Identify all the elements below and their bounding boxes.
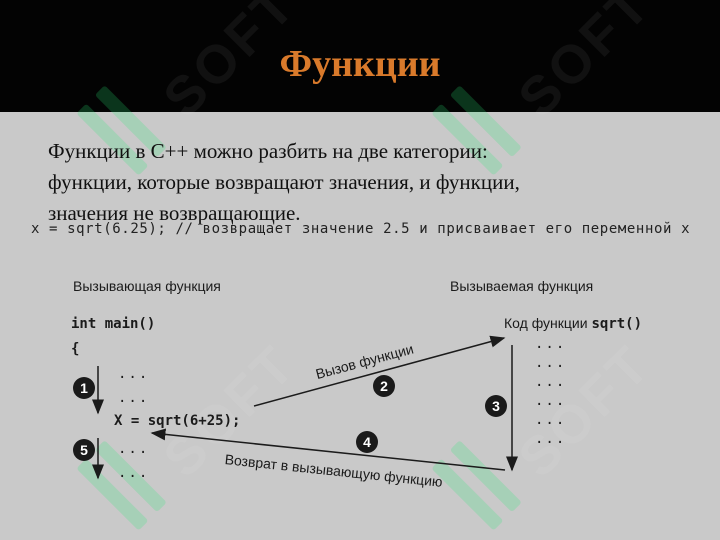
callee-func-name: sqrt() xyxy=(591,316,643,332)
step-badge-5: 5 xyxy=(73,439,95,461)
callee-dots: ... xyxy=(535,374,567,390)
callee-dots: ... xyxy=(535,355,567,371)
step-badge-4: 4 xyxy=(356,431,378,453)
open-brace: { xyxy=(71,341,80,357)
caller-label: Вызывающая функция xyxy=(73,278,221,294)
callee-label: Вызываемая функция xyxy=(450,278,594,294)
slide-title: Функции xyxy=(279,43,441,85)
callee-dots: ... xyxy=(535,393,567,409)
caller-dots: ... xyxy=(118,465,150,481)
callee-header: Код функции sqrt() xyxy=(504,315,642,332)
callee-dots: ... xyxy=(535,412,567,428)
return-arrow xyxy=(150,428,506,471)
call-statement: X = sqrt(6+25); xyxy=(114,413,241,429)
caller-dots: ... xyxy=(118,441,150,457)
call-arrow xyxy=(253,335,506,407)
code-example: x = sqrt(6.25); // возвращает значение 2… xyxy=(31,221,691,237)
callee-dots: ... xyxy=(535,336,567,352)
step-badge-3: 3 xyxy=(485,395,507,417)
step-badge-1: 1 xyxy=(73,377,95,399)
callee-dots: ... xyxy=(535,431,567,447)
caller-dots: ... xyxy=(118,390,150,406)
caller-dots: ... xyxy=(118,366,150,382)
slide-body-text: Функции в С++ можно разбить на две катег… xyxy=(48,136,648,229)
title-bar xyxy=(0,0,720,112)
body-line: функции, которые возвращают значения, и … xyxy=(48,170,520,194)
callee-header-prefix: Код функции xyxy=(504,315,588,331)
body-line: Функции в С++ можно разбить на две катег… xyxy=(48,139,488,163)
main-signature: int main() xyxy=(71,316,156,332)
body-line: значения не возвращающие. xyxy=(48,201,301,225)
step-badge-2: 2 xyxy=(373,375,395,397)
